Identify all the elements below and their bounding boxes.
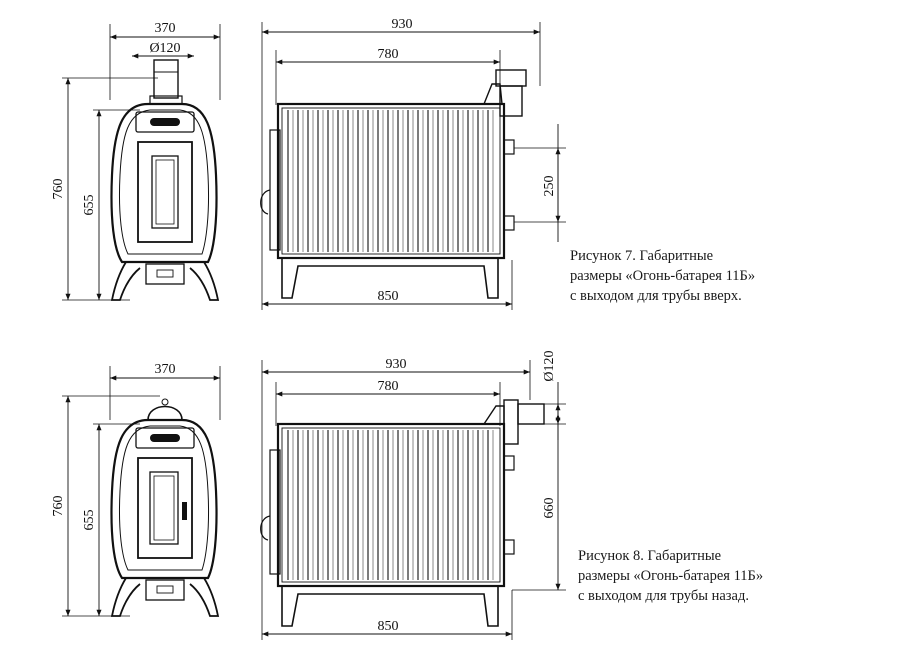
fig7-caption-line: с выходом для трубы вверх.	[570, 288, 742, 304]
fig8-flue-diameter-label: Ø120	[542, 350, 557, 381]
fig7-total-height-label: 760	[51, 179, 66, 200]
fig8-radiator-fins	[287, 430, 494, 580]
fig7-caption: Рисунок 7. Габаритные размеры «Огонь-бат…	[570, 246, 755, 306]
fig8-side-base-width-label: 850	[378, 619, 399, 634]
fig7-side-base-width-label: 850	[378, 289, 399, 304]
fig8-caption-line: Рисунок 8. Габаритные	[578, 548, 722, 564]
fig7-caption-line: Рисунок 7. Габаритные	[570, 248, 714, 264]
fig8-front-width-label: 370	[155, 362, 176, 377]
fig7-side-view	[260, 22, 566, 310]
fig8-caption-line: размеры «Огонь-батарея 11Б»	[578, 568, 764, 584]
fig7-side-top-width-label: 780	[378, 47, 399, 62]
fig7-radiator-fins	[287, 110, 494, 252]
fig7-outlet-height-label: 250	[542, 176, 557, 197]
fig8-side-total-width-label: 930	[386, 357, 407, 372]
fig8-caption-line: с выходом для трубы назад.	[578, 588, 749, 604]
fig7-front-view	[62, 24, 221, 301]
fig7-flue-diameter-label: Ø120	[149, 41, 180, 56]
fig7-side-total-width-label: 930	[392, 17, 413, 32]
fig8-side-view	[260, 360, 566, 640]
fig7-front-width-label: 370	[155, 21, 176, 36]
fig7-caption-line: размеры «Огонь-батарея 11Б»	[570, 268, 756, 284]
fig8-side-top-width-label: 780	[378, 379, 399, 394]
fig8-front-view	[62, 366, 221, 617]
fig8-outlet-height-label: 660	[542, 498, 557, 519]
fig8-body-height-label: 655	[82, 510, 97, 531]
fig8-total-height-label: 760	[51, 496, 66, 517]
fig7-body-height-label: 655	[82, 195, 97, 216]
fig8-caption: Рисунок 8. Габаритные размеры «Огонь-бат…	[578, 546, 763, 606]
